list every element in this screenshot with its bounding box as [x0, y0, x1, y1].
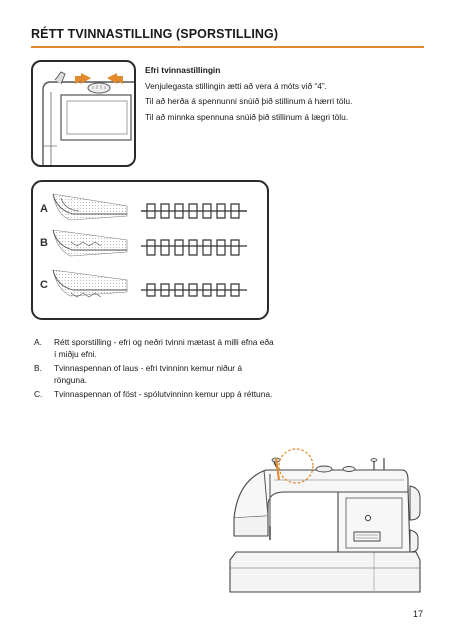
arrow-right-icon [107, 73, 123, 84]
arrow-left-icon [75, 73, 91, 84]
list-text-a: Rétt sporstilling - efri og neðri tvinni… [54, 337, 274, 359]
list-text-b: Tvinnaspennan of laus - efri tvinninn ke… [54, 363, 243, 385]
list-marker-b: B. [34, 363, 42, 374]
instruction-line-1: Venjulegasta stillingin ætti að vera á m… [145, 80, 328, 91]
highlight-circle-icon [278, 448, 314, 484]
row-label-b: B [40, 237, 48, 249]
upper-tension-instructions: Efri tvinnastillingin Venjulegasta still… [145, 63, 425, 125]
title-underline [31, 46, 424, 48]
tension-dial-figure [31, 60, 136, 167]
list-item: C. Tvinnaspennan of föst - spólutvinninn… [34, 389, 274, 401]
stitch-row-a: A [40, 193, 247, 221]
row-label-c: C [40, 279, 48, 291]
row-label-a: A [40, 203, 48, 215]
list-marker-a: A. [34, 337, 42, 347]
sewing-machine-illustration [229, 448, 421, 593]
page-title: RÉTT TVINNASTILLING (SPORSTILLING) [31, 27, 279, 41]
stitch-row-c: C [40, 269, 247, 298]
list-text-c: Tvinnaspennan of föst - spólutvinninn ke… [54, 389, 273, 400]
list-marker-c: C. [34, 389, 43, 400]
page-number: 17 [412, 609, 423, 619]
stitch-tension-figure: A B C [31, 180, 269, 320]
upper-tension-subheading: Efri tvinnastillingin [145, 65, 221, 75]
stitch-row-b: B [40, 229, 247, 257]
instruction-line-3: Til að minnka spennuna snúið þið stillin… [145, 111, 349, 122]
list-item: B. Tvinnaspennan of laus - efri tvinninn… [34, 363, 274, 386]
tension-notes-list: A. Rétt sporstilling - efri og neðri tvi… [34, 337, 274, 404]
instruction-line-2: Til að herða á spennunni snúið þið still… [145, 96, 353, 107]
list-item: A. Rétt sporstilling - efri og neðri tvi… [34, 337, 274, 360]
tension-dial-icon [87, 82, 111, 94]
